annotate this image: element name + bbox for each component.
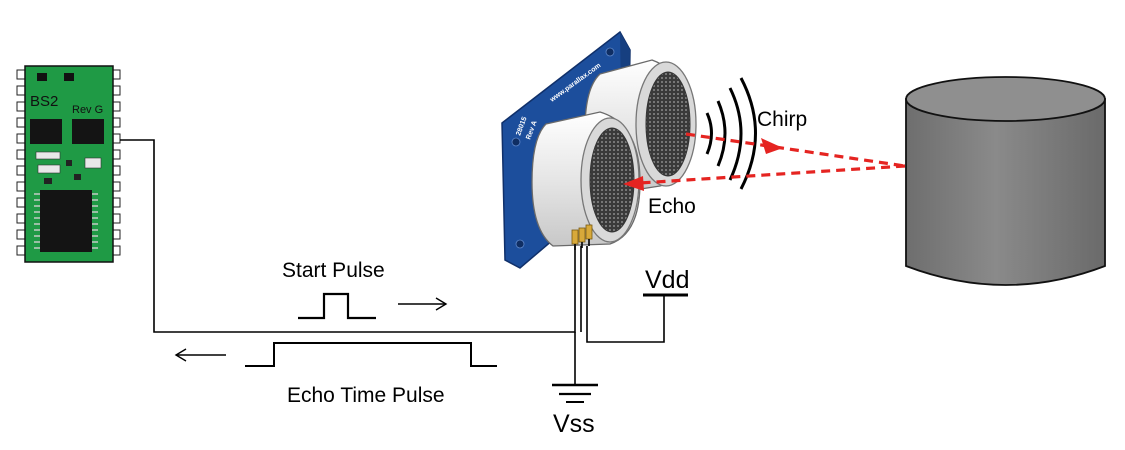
- bs2-chip-right: [72, 119, 104, 144]
- chirp-echo-signal-paths: [623, 132, 906, 191]
- ground-symbol-icon: [552, 383, 598, 403]
- receive-transducer: [531, 111, 641, 247]
- echo-label: Echo: [648, 195, 696, 218]
- chirp-label: Chirp: [757, 108, 807, 131]
- chirp-path: [685, 132, 906, 168]
- signal-wire: [120, 139, 576, 333]
- bs2-name-label: BS2: [30, 93, 58, 110]
- sensor-pins: [571, 224, 593, 250]
- ultrasonic-sensor: www.parallax.com 28015 Rev A: [501, 30, 697, 269]
- left-arrow-icon: [174, 348, 226, 362]
- bs2-main-chip: [34, 190, 98, 252]
- sound-wave-arcs: [705, 77, 757, 190]
- wiring: [120, 139, 665, 385]
- echo-time-pulse-label: Echo Time Pulse: [287, 384, 445, 407]
- right-arrow-icon: [398, 297, 448, 311]
- start-pulse-waveform: [298, 292, 376, 320]
- target-cylinder: [905, 76, 1106, 286]
- echo-time-pulse-waveform: [245, 342, 497, 367]
- echo-arrowhead: [623, 176, 644, 191]
- vss-label: Vss: [553, 410, 595, 438]
- start-pulse-label: Start Pulse: [282, 259, 385, 282]
- vdd-wire: [586, 246, 665, 343]
- chirp-arrowhead: [761, 138, 783, 154]
- vdd-label: Vdd: [645, 266, 689, 294]
- bs2-chip-left: [30, 119, 62, 144]
- bs2-module: BS2 Rev G: [16, 65, 121, 263]
- bs2-revision-label: Rev G: [72, 104, 103, 116]
